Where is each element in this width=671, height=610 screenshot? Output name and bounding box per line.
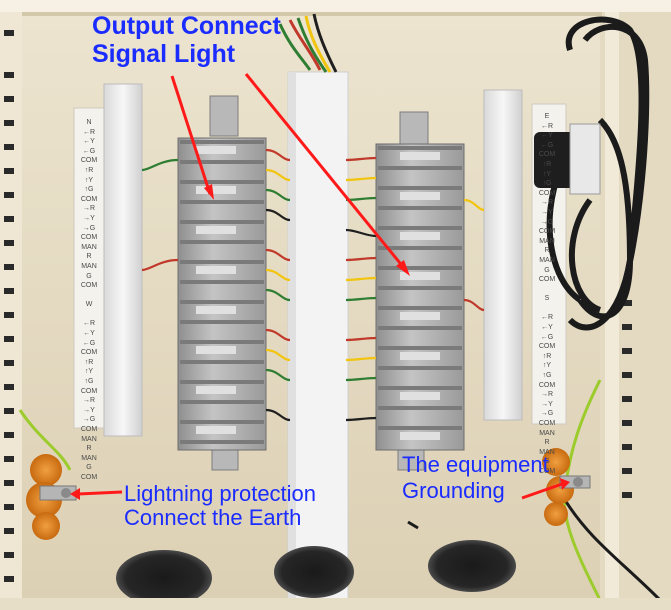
signal-label: N (86, 119, 92, 126)
signal-label: COM (80, 426, 98, 433)
signal-label: →Y (541, 400, 553, 408)
signal-label: →G (82, 224, 96, 232)
cable-hole-left (116, 550, 212, 606)
right-terminal-block (375, 143, 465, 451)
signal-label: COM (538, 420, 556, 427)
signal-label (78, 291, 100, 301)
power-socket (569, 123, 601, 195)
signal-label: →R (540, 199, 554, 207)
output-signal-light-annotation: Output Connect Signal Light (92, 12, 281, 68)
signal-label: →R (82, 205, 96, 213)
signal-label: ↑R (84, 358, 94, 366)
signal-label: E (544, 113, 550, 120)
signal-label (78, 310, 100, 320)
left-label-strip (73, 107, 107, 429)
annotation-line: The equipment (402, 452, 549, 477)
signal-label: COM (538, 189, 556, 197)
signal-label: COM (80, 387, 98, 395)
signal-label: MAN G (81, 454, 97, 472)
annotation-line: Grounding (402, 478, 505, 503)
signal-label: ↑R (84, 166, 94, 174)
signal-label: COM (80, 349, 98, 357)
signal-label: COM (538, 381, 556, 389)
signal-label: ←Y (541, 324, 553, 332)
signal-label: ←R (82, 320, 96, 328)
signal-label: COM (80, 157, 98, 165)
signal-label: ↑Y (542, 362, 552, 370)
signal-label: ↑G (84, 378, 94, 386)
signal-label (536, 285, 558, 295)
signal-label: ←Y (541, 132, 553, 140)
lightning-protection-annotation: Lightning protection Connect the Earth (124, 482, 316, 530)
signal-label: ↑Y (84, 368, 94, 376)
signal-label: ←Y (83, 330, 95, 338)
cable-hole-center (274, 546, 354, 598)
signal-label: COM (80, 234, 98, 242)
signal-label: →G (540, 410, 554, 418)
signal-label: MAN R (539, 237, 555, 255)
signal-label: COM (538, 151, 556, 159)
signal-label: →Y (541, 208, 553, 216)
signal-label: ↑R (542, 352, 552, 360)
cable-hole-right (428, 540, 516, 592)
signal-label: MAN G (539, 256, 555, 274)
signal-label: ←G (82, 147, 96, 155)
right-wire-duct (483, 89, 523, 421)
signal-label: COM (538, 467, 556, 475)
signal-label: ←R (540, 314, 554, 322)
signal-label: S (544, 295, 550, 303)
grounding-device-right (542, 448, 591, 526)
annotation-arrows (70, 73, 570, 500)
signal-label: ↑Y (84, 176, 94, 184)
signal-label: MAN G (539, 448, 555, 466)
signal-label: ↑G (542, 372, 552, 380)
signal-label: →R (540, 391, 554, 399)
annotation-line: Connect the Earth (124, 505, 302, 530)
signal-label: ←R (82, 128, 96, 136)
left-wire-duct (103, 83, 143, 437)
annotation-line: Signal Light (92, 40, 236, 68)
signal-label: COM (80, 282, 98, 290)
left-wall (0, 0, 22, 610)
signal-label: ↑G (84, 186, 94, 194)
signal-label: →R (82, 397, 96, 405)
signal-label: COM (538, 343, 556, 351)
signal-label: →Y (83, 406, 95, 414)
signal-label: W (85, 301, 93, 309)
signal-label: ←G (540, 333, 554, 341)
signal-label: MAN R (81, 243, 97, 261)
signal-label: COM (538, 228, 556, 236)
signal-label: ←G (540, 141, 554, 149)
equipment-grounding-annotation: The equipment Grounding (402, 452, 549, 504)
signal-label: ←G (82, 339, 96, 347)
signal-label: MAN R (81, 435, 97, 453)
lightning-protector-left (26, 454, 77, 540)
signal-label: COM (80, 195, 98, 203)
signal-label: ←Y (83, 138, 95, 146)
annotation-line: Output Connect (92, 12, 281, 40)
signal-label: ↑R (542, 160, 552, 168)
left-terminal-block (177, 137, 267, 451)
signal-label: ↑G (542, 180, 552, 188)
signal-label: MAN G (81, 262, 97, 280)
signal-label: →Y (83, 214, 95, 222)
signal-label: COM (538, 276, 556, 284)
signal-label: MAN R (539, 429, 555, 447)
signal-label: ←R (540, 122, 554, 130)
signal-label: ↑Y (542, 170, 552, 178)
signal-label: COM (80, 473, 98, 481)
signal-label (536, 304, 558, 314)
signal-label: →G (540, 218, 554, 226)
signal-label: →G (82, 416, 96, 424)
annotation-line: Lightning protection (124, 481, 317, 506)
power-plug (534, 132, 576, 188)
